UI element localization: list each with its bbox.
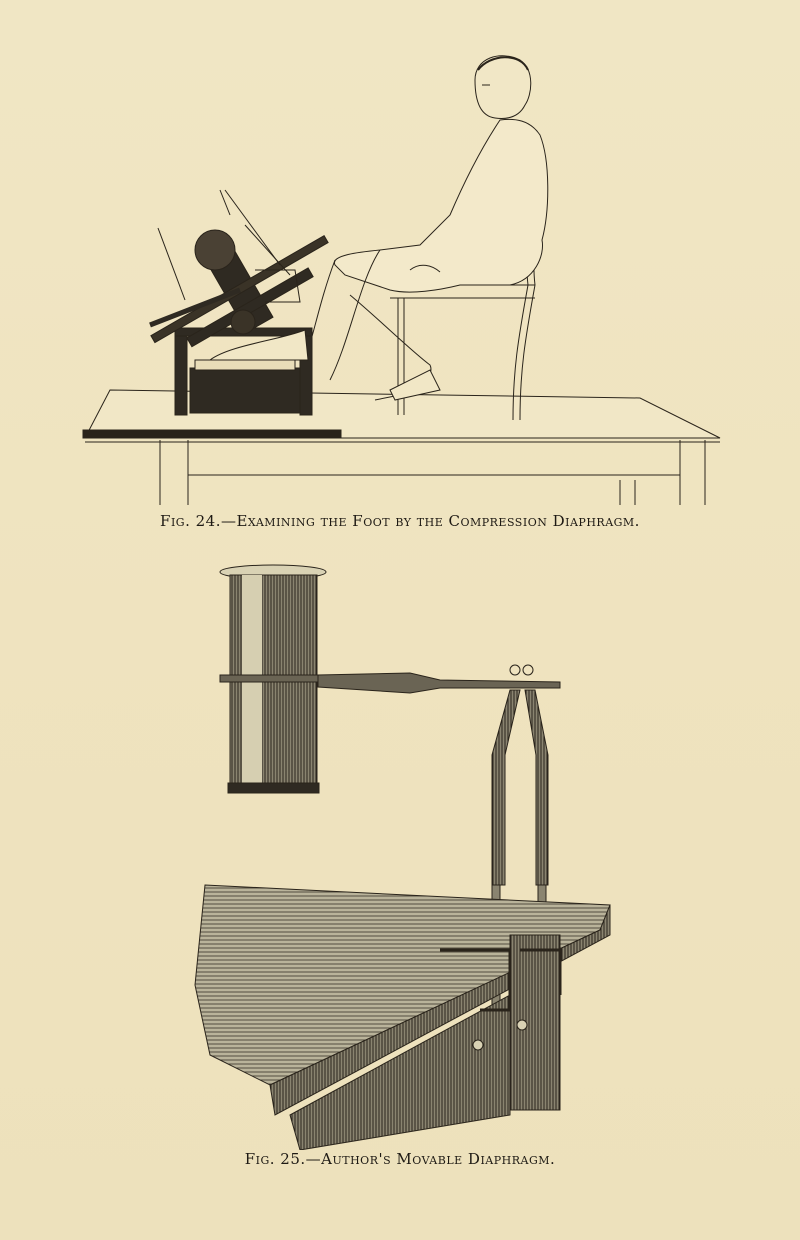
figure-25-caption: Fig. 25.—Author's Movable Diaphragm. [244,1150,556,1168]
figure-24-caption: Fig. 24.—Examining the Foot by the Compr… [160,512,640,530]
foot-examination-engraving [82,55,721,505]
figure-24-illustration [80,40,730,510]
figure-25-illustration [180,555,630,1150]
movable-diaphragm-engraving [194,564,611,1150]
